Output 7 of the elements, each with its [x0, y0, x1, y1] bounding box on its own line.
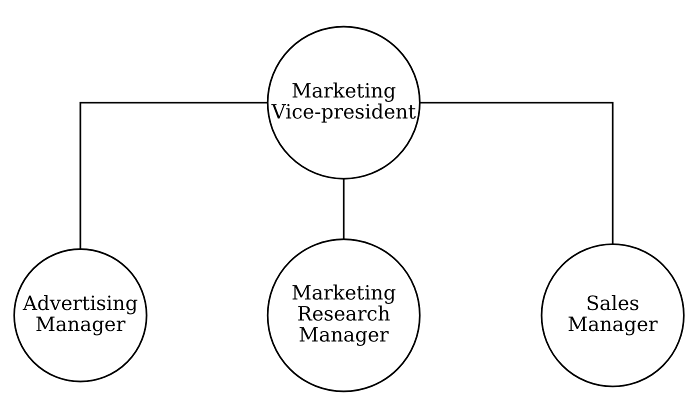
connector	[342, 178, 345, 238]
connector	[80, 101, 268, 248]
node-circle: Sales Manager	[540, 242, 685, 387]
node-circle: Marketing Vice-president	[266, 25, 421, 180]
node-circle: Advertising Manager	[13, 248, 148, 382]
node-circle: Marketing Research Manager	[266, 238, 421, 392]
connector	[420, 101, 614, 244]
